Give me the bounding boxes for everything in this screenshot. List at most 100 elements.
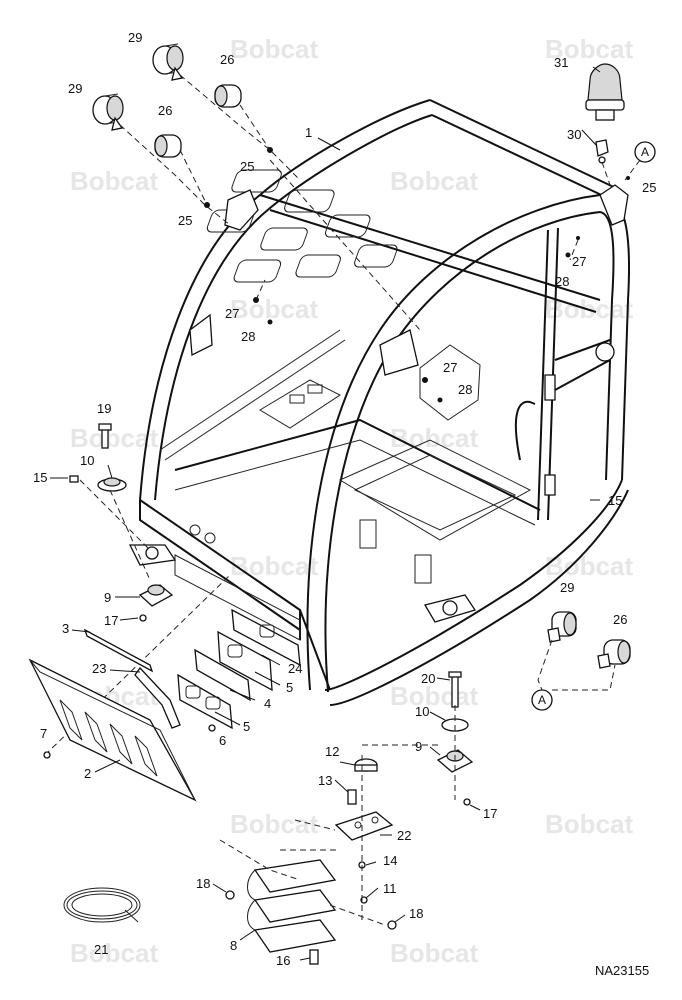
callout-8: 8 [230, 938, 237, 953]
callout-20: 20 [421, 671, 435, 686]
rear-hinge [544, 474, 556, 496]
dash-line [79, 479, 151, 551]
beacon-bracket [599, 184, 629, 226]
mount-hole [145, 546, 159, 560]
watermark-text: Bobcat [230, 294, 318, 324]
callout-27-right: 27 [572, 254, 586, 269]
roof-openings [206, 169, 398, 283]
callout-26-upper: 26 [220, 52, 234, 67]
rear-hinge [544, 374, 556, 401]
watermarks: Bobcat Bobcat Bobcat Bobcat Bobcat Bobca… [70, 34, 633, 968]
beacon-mount-30 [595, 139, 609, 164]
callout-1: 1 [305, 125, 312, 140]
callout-25-right: 25 [642, 180, 656, 195]
side-bracket [189, 313, 213, 357]
callout-29-left: 29 [68, 81, 82, 96]
callout-30: 30 [567, 127, 581, 142]
watermark-text: Bobcat [390, 938, 478, 968]
callout-2: 2 [84, 766, 91, 781]
seal-23 [134, 666, 181, 729]
watermark-text: Bobcat [70, 938, 158, 968]
callout-28-right: 28 [555, 274, 569, 289]
callout-4: 4 [264, 696, 271, 711]
drawing-number: NA23155 [595, 963, 649, 978]
work-light-29-left [92, 93, 124, 131]
screw-6 [208, 724, 216, 732]
watermark-text: Bobcat [545, 809, 633, 839]
seal-strip-3 [83, 628, 154, 673]
callout-12: 12 [325, 744, 339, 759]
detail-ref-label: A [538, 693, 546, 707]
watermark-text: Bobcat [70, 166, 158, 196]
watermark-text: Bobcat [390, 166, 478, 196]
gasket-5-lower [177, 673, 233, 730]
callout-17-left: 17 [104, 613, 118, 628]
dash-line [109, 489, 151, 581]
callout-31: 31 [554, 55, 568, 70]
callout-16: 16 [276, 953, 290, 968]
assembly-lines-upper [119, 74, 641, 331]
screw-7 [43, 751, 51, 759]
roof-bracket [379, 329, 419, 376]
cab-mount-9-left [138, 584, 174, 607]
bushing-12 [354, 758, 378, 772]
callout-9-left: 9 [104, 590, 111, 605]
callout-26-detail: 26 [613, 612, 627, 627]
cab-frame [128, 99, 631, 706]
callout-6: 6 [219, 733, 226, 748]
callout-15-right: 15 [608, 493, 622, 508]
detail-ref-label: A [641, 145, 649, 159]
detail-bubble [419, 344, 481, 421]
bracket-8 [247, 859, 337, 953]
gasket-5-upper [217, 630, 273, 692]
callout-28-center: 28 [458, 382, 472, 397]
watermark-text: Bobcat [230, 551, 318, 581]
plate-4 [194, 648, 251, 702]
dash-line [537, 639, 616, 691]
watermark-text: Bobcat [545, 34, 633, 64]
callout-25-upper: 25 [240, 159, 254, 174]
watermark-text: Bobcat [390, 423, 478, 453]
callout-27-center: 27 [443, 360, 457, 375]
callout-18-right: 18 [409, 906, 423, 921]
light-housing-26-upper [214, 84, 242, 108]
callout-3: 3 [62, 621, 69, 636]
callout-27-left: 27 [225, 306, 239, 321]
mount-bolt-19 [98, 423, 112, 449]
watermark-text: Bobcat [230, 34, 318, 64]
callout-17-right: 17 [483, 806, 497, 821]
callout-22: 22 [397, 828, 411, 843]
callout-23: 23 [92, 661, 106, 676]
hose-coil-21 [63, 887, 141, 923]
callout-numbers: 1 2 3 4 5 5 6 7 8 9 9 10 10 11 12 13 14 … [33, 30, 656, 968]
callout-5-upper: 5 [286, 680, 293, 695]
nut-17-right [463, 798, 471, 806]
detail-ref-a-bottom: A [531, 689, 553, 711]
callout-15-left: 15 [33, 470, 47, 485]
plate-22 [334, 811, 394, 841]
callout-21: 21 [94, 942, 108, 957]
callout-10-left: 10 [80, 453, 94, 468]
nut-18-right [387, 920, 397, 930]
watermark-text: Bobcat [230, 809, 318, 839]
callout-25-left: 25 [178, 213, 192, 228]
callout-28-left: 28 [241, 329, 255, 344]
light-housing-26-detail-a [597, 639, 631, 669]
callout-11: 11 [383, 881, 397, 896]
work-light-29-detail-a [547, 611, 577, 643]
callout-18-left: 18 [196, 876, 210, 891]
watermark-text: Bobcat [70, 423, 158, 453]
cover-plate-24 [231, 608, 301, 667]
dash-line [280, 744, 440, 920]
leader-lines [50, 66, 601, 961]
callout-29-detail: 29 [560, 580, 574, 595]
callout-29-upper: 29 [128, 30, 142, 45]
callout-7: 7 [40, 726, 47, 741]
callout-24: 24 [288, 661, 302, 676]
bolt-16 [309, 949, 319, 965]
callout-10-right: 10 [415, 704, 429, 719]
light-housing-26-left [154, 134, 182, 158]
detail-ref-a-top: A [634, 141, 656, 163]
work-light-29-upper [152, 43, 184, 81]
